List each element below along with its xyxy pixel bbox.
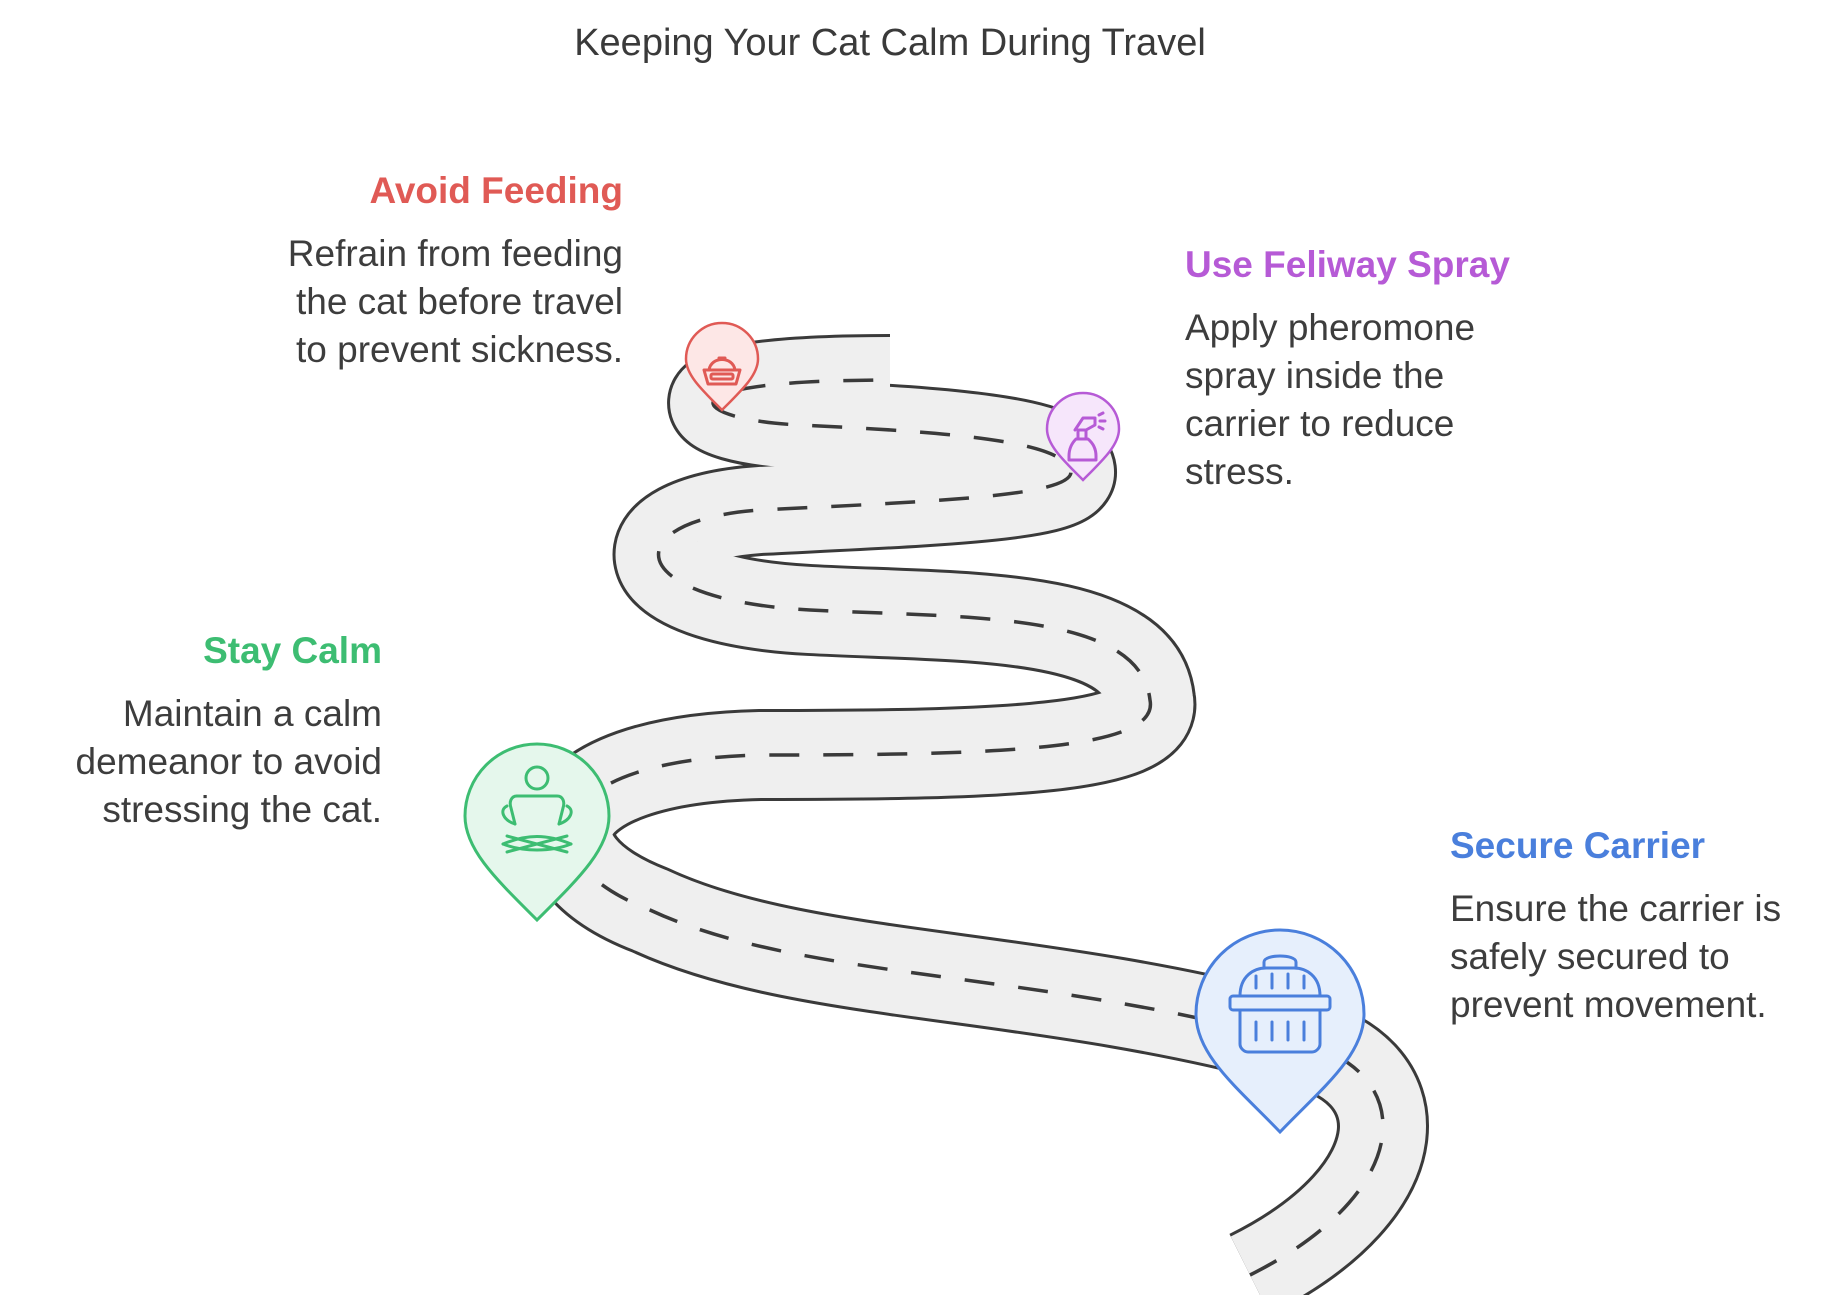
- pet-carrier-icon: [1228, 954, 1332, 1054]
- avoid-feeding-marker: [684, 321, 760, 412]
- stay-calm-marker: [463, 742, 611, 923]
- desc-line: Refrain from feeding: [287, 233, 623, 274]
- marker-shape: [1194, 928, 1366, 1135]
- step-heading: Secure Carrier: [1450, 825, 1706, 866]
- step-secure-carrier: Secure Carrier Ensure the carrier is saf…: [1450, 823, 1840, 1029]
- desc-line: prevent movement.: [1450, 984, 1767, 1025]
- road-surface: [523, 334, 1429, 1295]
- desc-line: spray inside the: [1185, 355, 1445, 396]
- step-heading: Avoid Feeding: [369, 170, 623, 211]
- road-inner: [526, 337, 1426, 1295]
- step-heading: Stay Calm: [203, 630, 382, 671]
- desc-line: demeanor to avoid: [75, 741, 382, 782]
- spray-bottle-icon: [1067, 411, 1107, 462]
- desc-line: Ensure the carrier is: [1450, 888, 1782, 929]
- desc-line: Maintain a calm: [122, 693, 382, 734]
- step-heading: Use Feliway Spray: [1185, 244, 1510, 285]
- desc-line: carrier to reduce: [1185, 403, 1455, 444]
- step-stay-calm: Stay Calm Maintain a calm demeanor to av…: [2, 628, 382, 834]
- desc-line: stress.: [1185, 451, 1294, 492]
- diagram-title: Keeping Your Cat Calm During Travel: [574, 22, 1206, 64]
- step-description: Apply pheromone spray inside the carrier…: [1185, 304, 1605, 496]
- step-description: Maintain a calm demeanor to avoid stress…: [2, 690, 382, 834]
- desc-line: stressing the cat.: [102, 789, 382, 830]
- marker-shape: [463, 742, 611, 923]
- step-feliway-spray: Use Feliway Spray Apply pheromone spray …: [1185, 242, 1605, 496]
- step-avoid-feeding: Avoid Feeding Refrain from feeding the c…: [163, 168, 623, 374]
- marker-shape: [684, 321, 760, 412]
- meditation-icon: [501, 765, 573, 854]
- desc-line: to prevent sickness.: [296, 329, 623, 370]
- step-description: Ensure the carrier is safely secured to …: [1450, 885, 1840, 1029]
- road-center-line: [567, 378, 1385, 1277]
- desc-line: Apply pheromone: [1185, 307, 1476, 348]
- secure-carrier-marker: [1194, 928, 1366, 1135]
- feliway-spray-marker: [1045, 391, 1121, 482]
- desc-line: the cat before travel: [295, 281, 623, 322]
- step-description: Refrain from feeding the cat before trav…: [163, 230, 623, 374]
- food-bowl-icon: [702, 356, 742, 386]
- desc-line: safely secured to: [1450, 936, 1730, 977]
